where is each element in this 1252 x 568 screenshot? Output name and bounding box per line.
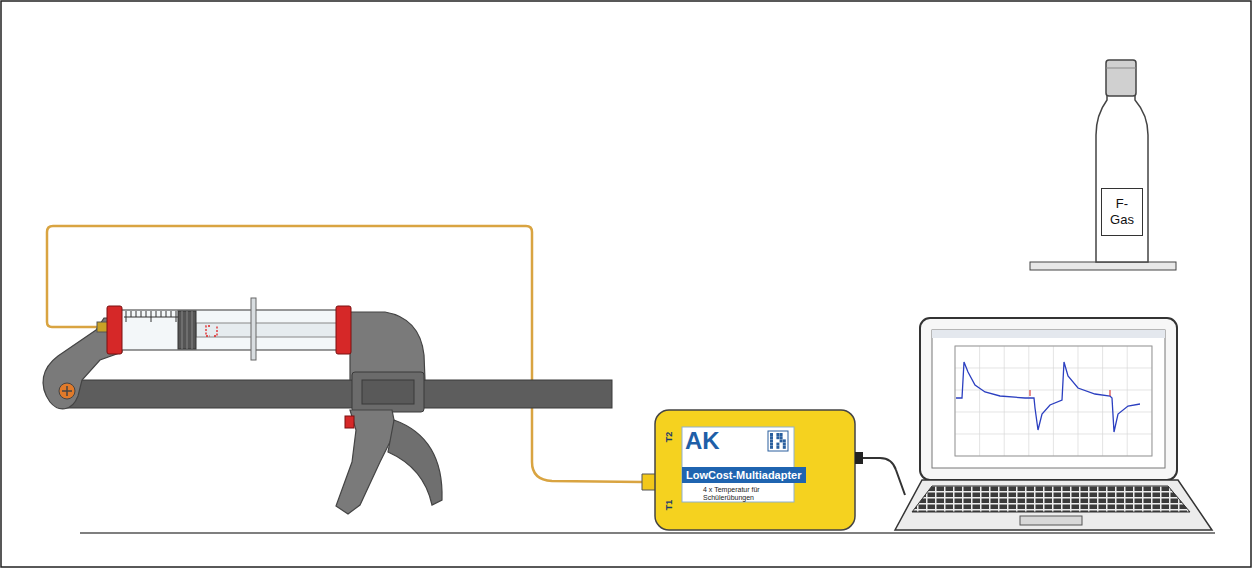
event-mark <box>1030 390 1110 396</box>
qr-cell <box>770 446 773 449</box>
table-line <box>80 532 1215 534</box>
touchpad <box>1020 516 1082 525</box>
scale-tick <box>161 311 162 317</box>
scale-tick <box>131 311 132 317</box>
multiadapter: AK LowCost-Multiadapter 4 x Temperatur für… <box>655 410 855 530</box>
bottle-label: F- Gas <box>1101 188 1143 236</box>
qr-cell <box>776 443 779 446</box>
channel-label: T1 <box>664 500 674 511</box>
clamp-bar <box>60 380 612 408</box>
graph-axes <box>955 346 1152 456</box>
qr-cell <box>783 439 786 442</box>
plunger-seal <box>182 311 192 349</box>
gas-bottle <box>1096 95 1148 262</box>
temperature-curve <box>956 362 1140 432</box>
marker <box>206 326 217 336</box>
thermocouple-wire <box>47 226 642 482</box>
qr-cell <box>770 433 773 436</box>
keyboard <box>912 486 1190 512</box>
qr-cell <box>783 446 786 449</box>
qr-cell <box>776 436 779 439</box>
qr-cell <box>770 443 773 446</box>
qr-cell <box>770 436 773 439</box>
clamp-screw <box>59 383 75 399</box>
scale-tick <box>141 311 142 317</box>
scale-tick <box>136 311 137 317</box>
grid-line <box>1004 346 1005 456</box>
usb-cable <box>863 458 905 495</box>
qr-cell <box>780 436 783 439</box>
laptop-base <box>895 480 1212 530</box>
end-cap <box>107 306 122 354</box>
grid-line <box>1053 346 1054 456</box>
qr-cell <box>776 446 779 449</box>
laptop-display <box>932 330 1165 468</box>
plunger-rod <box>196 323 342 337</box>
clamp-grip <box>336 410 396 514</box>
adapter-panel <box>682 427 794 502</box>
bottle-cap <box>1106 68 1136 69</box>
channel-label: T2 <box>664 432 674 443</box>
qr-cell <box>780 439 783 442</box>
qr-code <box>770 433 786 449</box>
clamp-housing <box>362 380 414 404</box>
bottle-stand <box>1030 262 1176 270</box>
grid-line <box>955 412 1152 413</box>
scale-tick <box>166 311 167 317</box>
gas-label: F- Gas <box>1108 196 1136 227</box>
plunger-seal <box>178 311 196 349</box>
device-note: 4 x Temperatur für Schülerübungen <box>703 486 783 503</box>
device-name: LowCost-Multiadapter <box>682 467 806 483</box>
grid-line <box>1102 346 1103 456</box>
scale-tick <box>146 311 147 317</box>
scale-tick <box>171 311 172 317</box>
clamp-lever <box>345 416 354 428</box>
clamp-screw <box>62 386 72 396</box>
bottle-cap <box>1106 60 1136 96</box>
laptop-screen <box>920 318 1177 480</box>
grid-line <box>955 434 1152 435</box>
clamp-head <box>350 312 425 380</box>
grid-line <box>979 346 980 456</box>
syringe-barrel <box>112 310 344 350</box>
usb-port <box>855 452 863 464</box>
brand-logo: AK <box>685 429 720 453</box>
scale-tick <box>156 311 157 317</box>
qr-cell <box>783 443 786 446</box>
graph-grid <box>955 346 1152 456</box>
clamp-housing <box>352 372 424 412</box>
end-cap <box>336 306 351 354</box>
adapter-housing <box>655 410 855 530</box>
grid-line <box>1078 346 1079 456</box>
grid-line <box>955 390 1152 391</box>
window-title-bar <box>932 330 1165 338</box>
qr-cell <box>780 433 783 436</box>
qr-cell <box>776 433 779 436</box>
grid-line <box>955 368 1152 369</box>
grid-line <box>1028 346 1029 456</box>
grid-line <box>1127 346 1128 456</box>
thermocouple-plug <box>642 474 656 490</box>
qr-cell <box>770 439 773 442</box>
plunger-flange <box>251 298 256 360</box>
qr-code <box>768 431 788 451</box>
clamp-trigger <box>388 420 442 505</box>
